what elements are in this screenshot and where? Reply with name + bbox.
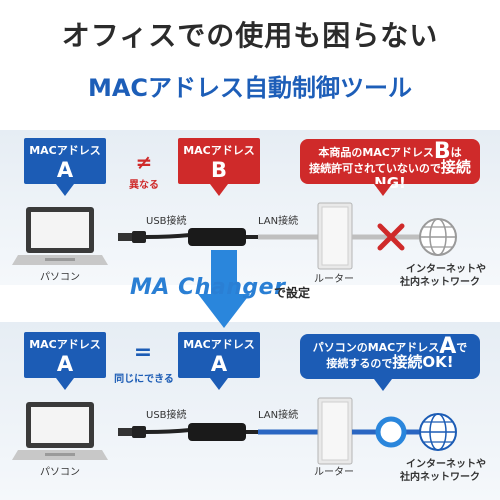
callout-letter: B	[210, 158, 227, 182]
callout-label: MACアドレス	[183, 338, 255, 351]
globe-icon	[419, 413, 457, 451]
ok-text: 接続するので	[326, 357, 393, 370]
callout-tail	[210, 184, 228, 196]
router-label: ルーター	[314, 467, 354, 478]
laptop-icon	[12, 207, 108, 265]
usb-connection-label: USB接続	[146, 410, 187, 421]
bottom-adapter-mac-callout: MACアドレス A	[178, 332, 260, 378]
lan-adapter-icon	[188, 228, 246, 246]
pc-label: パソコン	[40, 272, 80, 283]
internet-label-1: インターネットや	[406, 459, 486, 470]
down-arrow-icon	[198, 250, 250, 328]
callout-tail	[56, 184, 74, 196]
bottom-pc-mac-callout: MACアドレス A	[24, 332, 106, 378]
callout-tail	[374, 379, 392, 391]
setting-suffix: で設定	[274, 286, 311, 300]
lan-connection-label: LAN接続	[258, 216, 299, 227]
usb-plug-icon	[118, 231, 146, 243]
router-icon	[317, 397, 353, 465]
top-adapter-mac-callout: MACアドレス B	[178, 138, 260, 184]
ok-emphasis: 接続OK!	[392, 353, 454, 371]
callout-letter: A	[210, 352, 228, 376]
warning-text: は	[450, 146, 462, 159]
ok-text: で	[456, 341, 468, 354]
not-equal-text: 異なる	[129, 180, 159, 191]
internet-label-1: インターネットや	[406, 264, 486, 275]
equal-text: 同じにできる	[114, 374, 174, 385]
ok-bubble: パソコンのMACアドレスAで 接続するので接続OK!	[300, 334, 480, 379]
usb-cable	[145, 428, 191, 434]
top-pc-mac-callout: MACアドレス A	[24, 138, 106, 184]
callout-label: MACアドレス	[29, 338, 101, 351]
globe-icon	[419, 218, 457, 256]
callout-tail	[56, 378, 74, 390]
lan-adapter-icon	[188, 423, 246, 441]
warning-letter: B	[433, 139, 451, 164]
router-icon	[317, 202, 353, 270]
callout-label: MACアドレス	[183, 144, 255, 157]
equal-symbol: =	[133, 340, 153, 365]
ok-text: パソコンのMACアドレス	[312, 341, 440, 354]
not-equal-symbol: ≠	[135, 150, 153, 174]
top-connection-diagram	[12, 202, 457, 270]
bottom-connection-diagram	[12, 397, 457, 465]
ok-letter: A	[439, 334, 457, 359]
ma-changer-logo: MA Changer	[130, 275, 286, 300]
subheadline: MACアドレス自動制御ツール	[87, 74, 413, 102]
callout-label: MACアドレス	[29, 144, 101, 157]
callout-letter: A	[56, 352, 74, 376]
circle-ok-icon	[375, 416, 407, 448]
router-label: ルーター	[314, 274, 354, 285]
usb-connection-label: USB接続	[146, 216, 187, 227]
lan-connection-label: LAN接続	[258, 410, 299, 421]
callout-tail	[374, 184, 392, 196]
warning-text: 接続許可されていないので	[309, 162, 441, 175]
internet-label-2: 社内ネットワーク	[400, 472, 480, 483]
laptop-icon	[12, 402, 108, 460]
x-mark-icon	[377, 223, 405, 251]
callout-letter: A	[56, 158, 74, 182]
usb-plug-icon	[118, 426, 146, 438]
warning-text: 本商品のMACアドレス	[318, 146, 434, 159]
internet-label-2: 社内ネットワーク	[400, 277, 480, 288]
headline: オフィスでの使用も困らない	[61, 19, 439, 52]
pc-label: パソコン	[40, 467, 80, 478]
callout-tail	[210, 378, 228, 390]
ng-warning-bubble: 本商品のMACアドレスBは 接続許可されていないので接続NG!	[300, 139, 480, 191]
usb-cable	[145, 233, 191, 239]
